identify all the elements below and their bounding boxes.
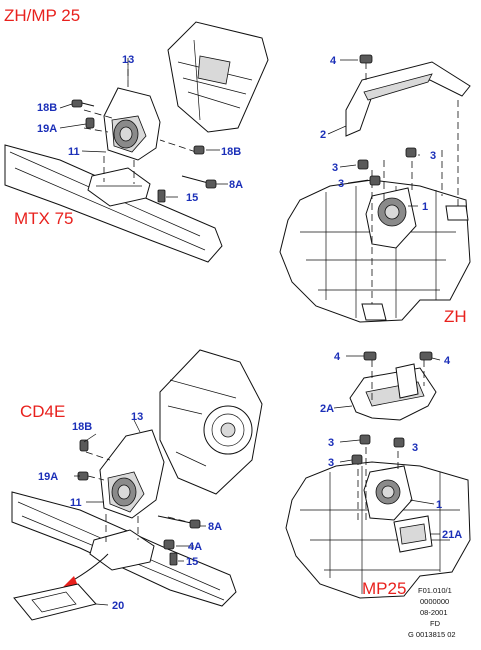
bolt-15-bl [169,552,178,566]
bolt-8a-bl [157,515,201,529]
callout-20: 20 [112,600,124,612]
bolt-4-br-a [363,351,377,361]
callout-4: 4 [444,355,451,367]
callout-4: 4 [330,55,337,67]
callout-1: 1 [436,499,442,511]
bolt-15 [157,189,166,203]
bolt-18b-right [193,145,205,155]
callout-3: 3 [328,457,334,469]
callout-1: 1 [422,201,428,213]
top-right-assembly [279,54,471,323]
bolt-4 [359,54,373,64]
caption-mp25: MP25 [362,579,406,598]
reference-line-1: F01.010/1 [418,586,452,595]
bolt-4-br-b [419,351,433,361]
bottom-right-assembly [285,351,471,599]
callout-2: 2 [320,129,326,141]
reference-line-3: 08-2001 [420,608,448,617]
reference-line-5: G 0013815 02 [408,630,456,639]
callout-4: 4 [334,351,341,363]
callout-3: 3 [328,437,334,449]
callout-18b: 18B [221,146,241,158]
caption-mtx75: MTX 75 [14,209,74,228]
bolt-4a [163,539,175,550]
callout-3: 3 [332,162,338,174]
callout-11: 11 [68,146,80,158]
callout-4a: 4A [188,541,202,553]
callout-15: 15 [186,556,198,568]
bolt-3-br-b [393,437,405,448]
callout-2a: 2A [320,403,334,415]
caption-zh-mp25: ZH/MP 25 [4,6,80,25]
callout-19a: 19A [38,471,58,483]
caption-zh: ZH [444,307,467,326]
bolt-3b [357,159,369,170]
callout-15: 15 [186,192,198,204]
bolt-18b-bl [79,439,89,452]
top-left-assembly [4,21,269,263]
caption-cd4e: CD4E [20,402,65,421]
callout-3: 3 [430,150,436,162]
callout-3: 3 [338,178,344,190]
bolt-8a [181,175,217,189]
callout-11: 11 [70,497,82,509]
reference-line-4: FD [430,619,441,628]
bolt-3a [405,147,417,158]
bolt-3c [369,175,381,186]
bottom-left-assembly [11,349,263,621]
callout-3: 3 [412,442,418,454]
reference-line-2: 0000000 [420,597,449,606]
callout-18b: 18B [72,421,92,433]
bolt-3-br-a [359,434,371,445]
callout-21a: 21A [442,529,462,541]
callout-13: 13 [122,54,134,66]
bolt-3-br-c [351,454,363,465]
callout-8a: 8A [208,521,222,533]
reference-block: F01.010/1 0000000 08-2001 FD G 0013815 0… [408,586,456,639]
callout-8a: 8A [229,179,243,191]
bolt-19a [85,117,95,129]
callout-13: 13 [131,411,143,423]
callout-18b: 18B [37,102,57,114]
callout-19a: 19A [37,123,57,135]
bolt-18b [71,99,95,108]
